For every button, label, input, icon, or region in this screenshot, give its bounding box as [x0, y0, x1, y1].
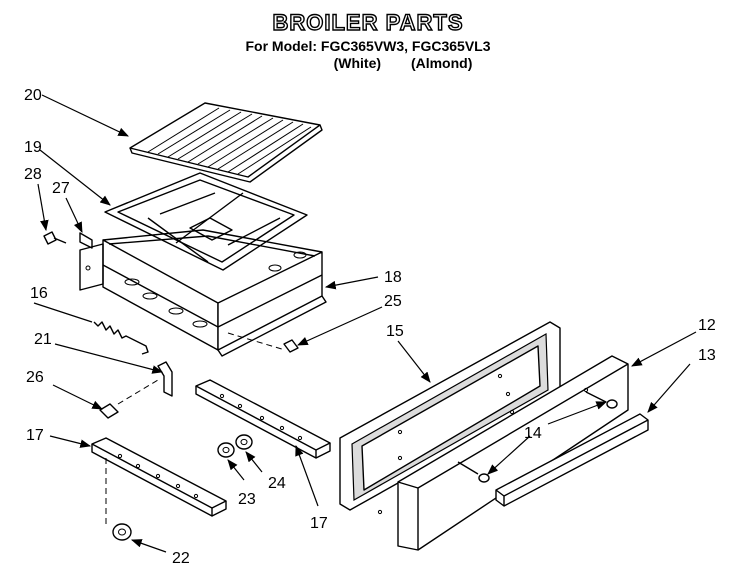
leader-23	[227, 459, 245, 481]
leader-12	[631, 331, 697, 367]
roller-22-part	[112, 523, 132, 541]
bracket-clip-part	[117, 361, 173, 405]
leader-17b	[295, 444, 319, 507]
handle-screw-upper-part	[585, 391, 618, 409]
leader-16	[33, 302, 93, 323]
spring-part	[93, 321, 149, 355]
broiler-pan-part	[104, 172, 308, 271]
screw-28-part	[43, 231, 67, 245]
callout-16: 16	[30, 285, 48, 302]
model-line: For Model: FGC365VW3, FGC365VL3	[245, 38, 491, 54]
leader-15	[397, 340, 431, 383]
leader-22	[130, 539, 167, 553]
color-variants: (White) (Almond)	[0, 55, 736, 71]
callout-14: 14	[524, 425, 542, 442]
drawer-handle-part	[495, 413, 649, 507]
callout-17-left: 17	[26, 427, 44, 444]
leader-14b	[487, 435, 531, 475]
callout-19: 19	[24, 139, 42, 156]
leader-20	[41, 94, 129, 137]
leader-13	[647, 363, 691, 413]
screw-25-part	[283, 339, 299, 353]
leader-18	[324, 276, 379, 290]
callout-28: 28	[24, 166, 42, 183]
leader-26	[52, 384, 103, 410]
leader-19	[39, 149, 111, 206]
drawer-front-part	[397, 355, 629, 551]
callout-17-right: 17	[310, 515, 328, 532]
callout-20: 20	[24, 87, 42, 104]
roller-23-part	[217, 442, 235, 458]
callout-23: 23	[238, 491, 256, 508]
callout-25: 25	[384, 293, 402, 310]
handle-screw-lower-part	[457, 461, 490, 483]
leader-21	[54, 343, 164, 374]
slide-rail-upper-part	[195, 379, 331, 459]
leader-14a	[547, 401, 608, 425]
leader-25	[297, 306, 383, 346]
variant-white: (White)	[333, 55, 382, 71]
callout-12: 12	[698, 317, 716, 334]
callout-15: 15	[386, 323, 404, 340]
callout-22: 22	[172, 550, 190, 567]
screw-26-part	[99, 403, 119, 419]
clip-27-part	[79, 232, 93, 249]
diagram-title: BROILER PARTS	[272, 9, 464, 35]
leader-27	[65, 197, 83, 233]
broiler-grid-part	[129, 102, 323, 183]
callout-26: 26	[26, 369, 44, 386]
callout-21: 21	[34, 331, 52, 348]
callout-13: 13	[698, 347, 716, 364]
slide-rail-lower-part	[91, 437, 227, 526]
callout-numbers: 20 19 28 27 18 16 25 15 12 13 21 26 14 1…	[24, 87, 716, 567]
callout-27: 27	[52, 180, 70, 197]
leader-17a	[49, 435, 92, 448]
leader-lines	[33, 94, 697, 553]
callout-18: 18	[384, 269, 402, 286]
leader-24	[245, 451, 263, 473]
inner-door-panel-part	[339, 321, 561, 515]
callout-24: 24	[268, 475, 286, 492]
broiler-frame-part	[79, 229, 327, 357]
leader-28	[37, 183, 49, 232]
roller-24-part	[235, 434, 253, 450]
variant-almond: (Almond)	[410, 55, 473, 71]
